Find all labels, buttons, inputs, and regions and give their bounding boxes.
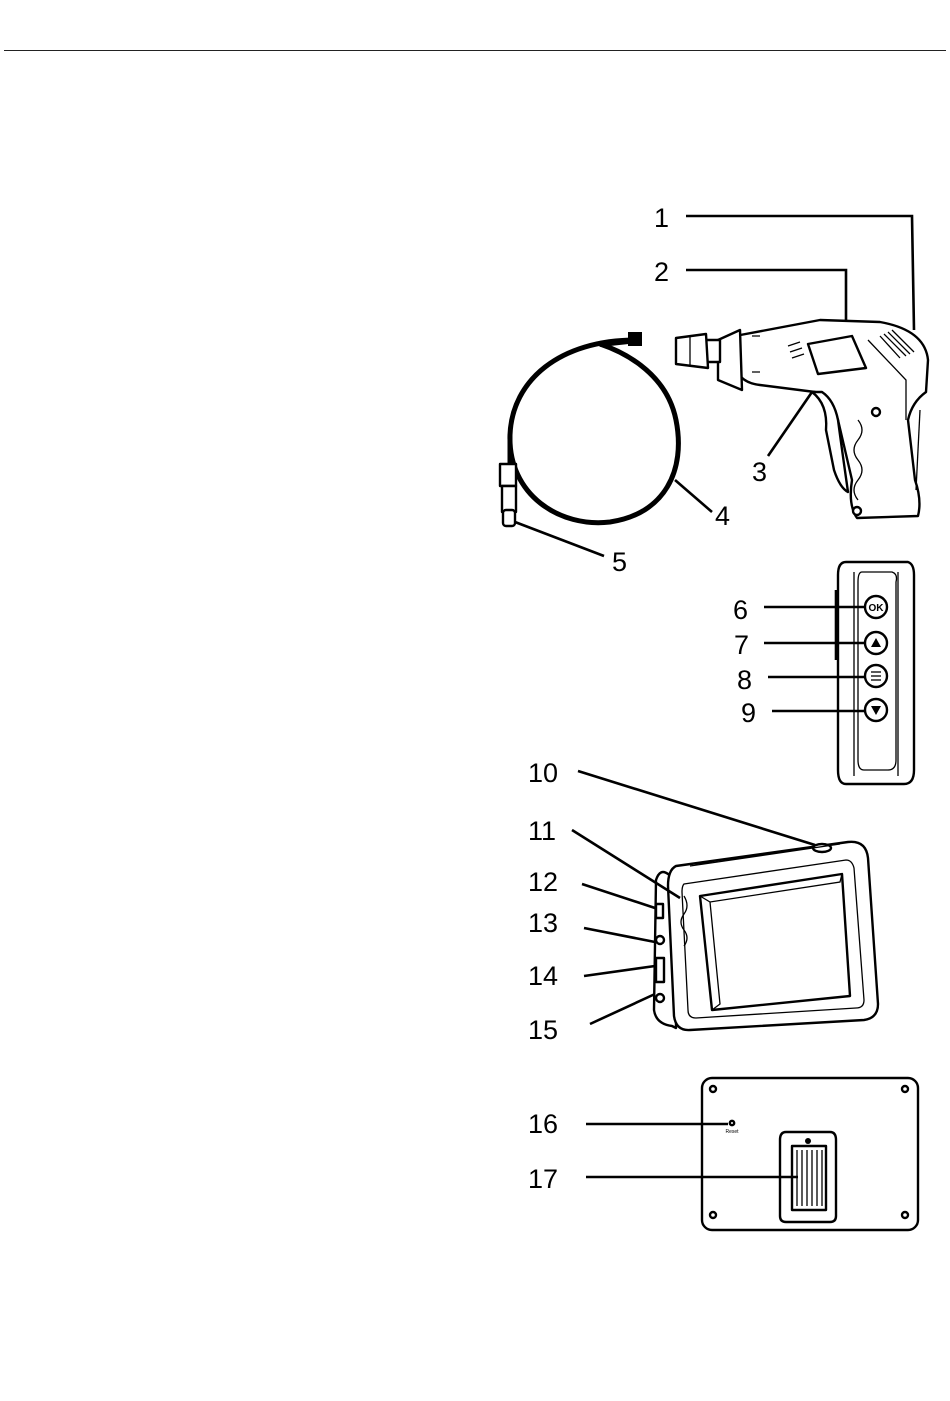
callout-7: 7 — [734, 630, 749, 660]
down-button — [865, 699, 887, 721]
reset-hole-icon — [730, 1121, 734, 1125]
callout-12: 12 — [528, 867, 558, 897]
callout-14: 14 — [528, 961, 558, 991]
callout-3: 3 — [752, 457, 767, 487]
cable-drawing — [500, 332, 678, 526]
callout-1: 1 — [654, 203, 669, 233]
callout-13: 13 — [528, 908, 558, 938]
callout-17: 17 — [528, 1164, 558, 1194]
callout-11: 11 — [528, 816, 556, 846]
callout-15: 15 — [528, 1015, 558, 1045]
callout-10: 10 — [528, 758, 558, 788]
ok-button: OK — [865, 596, 887, 618]
callout-2: 2 — [654, 257, 669, 287]
callout-6: 6 — [733, 595, 748, 625]
callout-9: 9 — [741, 698, 756, 728]
monitor-drawing — [654, 842, 878, 1030]
callout-5: 5 — [612, 547, 627, 577]
callout-4: 4 — [715, 501, 730, 531]
menu-button — [865, 665, 887, 687]
up-button — [865, 632, 887, 654]
callout-16: 16 — [528, 1109, 558, 1139]
monitor-back-drawing: Reset — [702, 1078, 918, 1230]
ok-button-label: OK — [869, 603, 885, 614]
callout-8: 8 — [737, 665, 752, 695]
reset-label: Reset — [725, 1129, 739, 1135]
camera-handle-drawing — [676, 320, 928, 518]
